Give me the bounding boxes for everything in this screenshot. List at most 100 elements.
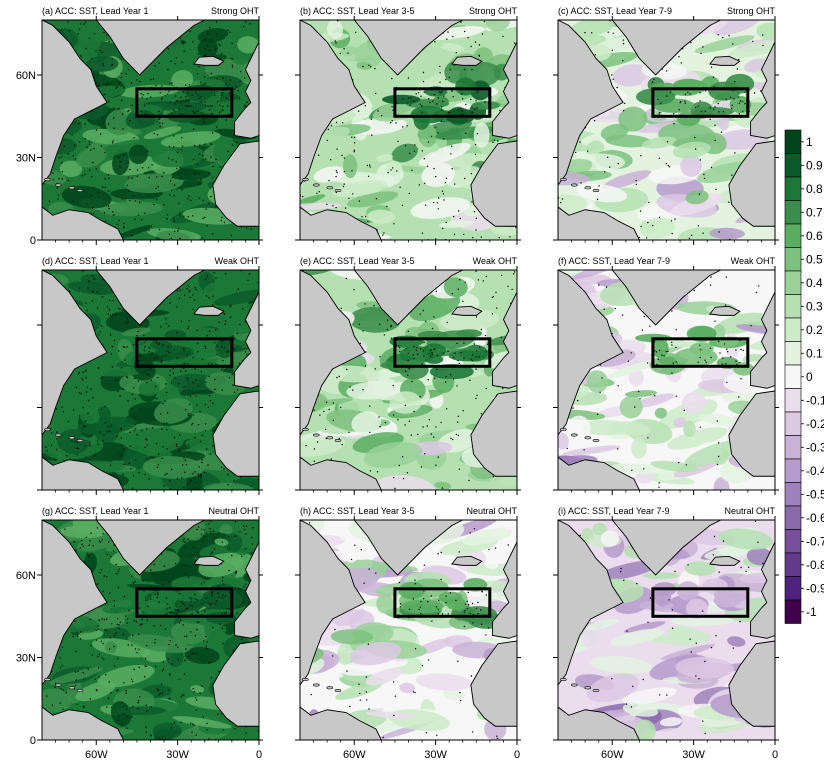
significance-dot [164, 400, 166, 402]
significance-dot [596, 413, 599, 415]
acc-contour-blob [636, 88, 676, 106]
significance-dot [713, 108, 715, 110]
significance-dot [137, 380, 140, 382]
significance-dot [197, 53, 200, 55]
spg-box-region [393, 587, 492, 618]
significance-dot [341, 154, 343, 156]
significance-dot [174, 377, 176, 379]
significance-dot [647, 621, 649, 623]
colorbar-swatch [784, 411, 802, 436]
significance-dot [176, 357, 178, 359]
colorbar-swatch [784, 129, 802, 154]
acc-contour-blob [589, 655, 654, 674]
significance-dot [408, 420, 411, 422]
acc-contour-blob [54, 391, 81, 411]
significance-dot [61, 29, 63, 31]
significance-dot [140, 343, 143, 345]
significance-dot [234, 535, 236, 537]
significance-dot [684, 102, 686, 105]
x-tick-label: 30W [424, 749, 447, 761]
significance-dot [222, 729, 225, 731]
significance-dot [208, 172, 210, 174]
significance-dot [498, 237, 500, 239]
significance-dot [221, 389, 223, 391]
significance-dot [663, 355, 665, 357]
significance-dot [250, 485, 252, 487]
significance-dot [218, 532, 220, 534]
iceland-landmass [193, 55, 225, 66]
significance-dot [164, 628, 167, 630]
significance-dot [464, 609, 466, 612]
significance-dot [342, 185, 345, 188]
significance-dot [728, 201, 730, 203]
significance-dot [108, 299, 111, 302]
significance-dot [206, 45, 209, 47]
acc-contour-blob [680, 154, 702, 177]
acc-contour-blob [356, 61, 372, 70]
acc-contour-blob [586, 673, 640, 703]
significance-dot [209, 27, 211, 29]
colorbar-tick-label: -0.1 [806, 393, 824, 407]
significance-dot [236, 141, 238, 144]
significance-dot [186, 287, 188, 290]
significance-dot [196, 342, 199, 345]
significance-dot [241, 556, 243, 558]
significance-dot [204, 430, 207, 432]
colorbar-swatch [784, 529, 802, 554]
significance-dot [477, 279, 480, 281]
significance-dot [757, 541, 759, 543]
significance-dot [158, 228, 161, 231]
acc-contour-blob [381, 94, 421, 105]
significance-dot [137, 214, 140, 216]
significance-dot [91, 207, 94, 209]
significance-dot [198, 197, 201, 200]
significance-dot [206, 335, 208, 337]
caribbean-island [44, 678, 51, 682]
acc-contour-blob [398, 581, 425, 600]
significance-dot [422, 426, 424, 428]
significance-dot [230, 316, 232, 318]
significance-dot [200, 583, 203, 585]
significance-dot [441, 487, 444, 489]
significance-dot [475, 316, 478, 318]
significance-dot [103, 93, 105, 96]
significance-dot [67, 179, 69, 182]
significance-dot [127, 320, 129, 323]
significance-dot [171, 468, 173, 471]
significance-dot [343, 157, 346, 159]
acc-contour-blob [153, 398, 193, 424]
significance-dot [369, 431, 371, 434]
acc-contour-blob [99, 201, 163, 217]
significance-dot [246, 353, 248, 356]
acc-contour-blob [415, 673, 473, 691]
significance-dot [106, 34, 108, 36]
significance-dot [216, 126, 218, 128]
significance-dot [383, 232, 385, 234]
significance-dot [57, 194, 60, 196]
significance-dot [699, 349, 702, 351]
significance-dot [92, 187, 95, 189]
significance-dot [683, 409, 685, 411]
significance-dot [722, 357, 724, 359]
significance-dot [241, 638, 243, 640]
significance-dot [439, 65, 441, 68]
significance-dot [419, 606, 421, 608]
significance-dot [113, 117, 115, 119]
significance-dot [598, 185, 600, 187]
significance-dot [131, 393, 134, 395]
europe-landmass [234, 20, 259, 139]
significance-dot [617, 162, 620, 165]
significance-dot [187, 655, 190, 657]
significance-dot [149, 367, 152, 370]
significance-dot [89, 618, 91, 621]
significance-dot [153, 625, 155, 627]
significance-dot [187, 216, 189, 218]
significance-dot [461, 110, 463, 112]
significance-dot [361, 216, 363, 218]
significance-dot [513, 273, 515, 275]
significance-dot [131, 408, 133, 410]
significance-dot [165, 354, 167, 357]
significance-dot [124, 463, 126, 466]
significance-dot [453, 356, 455, 359]
significance-dot [176, 478, 179, 480]
